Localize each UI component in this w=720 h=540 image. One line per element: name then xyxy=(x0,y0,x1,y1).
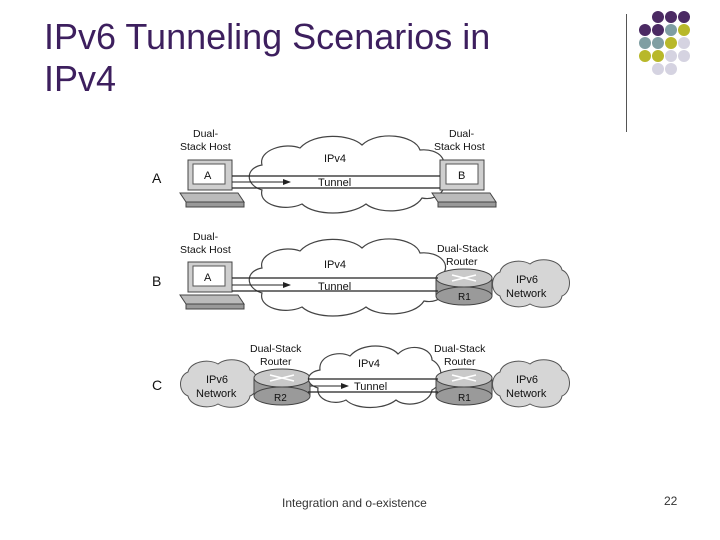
router-arrows-icon xyxy=(269,374,295,382)
router-label-line-1: Dual-Stack xyxy=(250,343,302,355)
tunnel-label: Tunnel xyxy=(318,281,351,293)
network-label-line-1: IPv6 xyxy=(516,274,538,286)
network-label-line-1: IPv6 xyxy=(206,374,228,386)
ipv6-network-cloud xyxy=(492,259,570,308)
tunnel-label: Tunnel xyxy=(318,177,351,189)
decorative-dot xyxy=(652,50,664,62)
cloud-label: IPv4 xyxy=(324,259,346,271)
decorative-dot xyxy=(665,24,677,36)
dual-stack-host-right: Dual- Stack Host B xyxy=(431,128,497,208)
scenario-letter: B xyxy=(152,273,161,289)
network-label-line-2: Network xyxy=(196,388,237,400)
decorative-dot xyxy=(665,63,677,75)
router-label-line-1: Dual-Stack xyxy=(437,243,489,255)
router-label-line-2: Router xyxy=(446,256,478,268)
host-label-line-2: Stack Host xyxy=(180,244,231,256)
decorative-dot xyxy=(665,50,677,62)
ipv4-cloud xyxy=(248,135,446,214)
slide-footer: Integration and o-existence xyxy=(282,496,427,510)
dual-stack-router-r2: Dual-Stack Router R2 xyxy=(250,343,311,406)
host-label-line-2: Stack Host xyxy=(434,141,485,153)
decorative-dot xyxy=(639,37,651,49)
decorative-dot xyxy=(665,11,677,23)
ipv6-network-cloud-left xyxy=(180,359,258,408)
decorative-dot xyxy=(665,37,677,49)
dual-stack-host-left: Dual- Stack Host A xyxy=(179,128,245,208)
host-label-line-2: Stack Host xyxy=(180,141,231,153)
scenario-a: A IPv4 Dual- Stack Host A Dual- Stack Ho… xyxy=(152,128,497,214)
decorative-dot xyxy=(678,37,690,49)
network-label-line-2: Network xyxy=(506,288,547,300)
network-label-line-1: IPv6 xyxy=(516,374,538,386)
network-label-line-2: Network xyxy=(506,388,547,400)
scenario-letter: A xyxy=(152,170,162,186)
host-label-line-1: Dual- xyxy=(449,128,475,140)
slide-title: IPv6 Tunneling Scenarios in IPv4 xyxy=(44,16,604,100)
decorative-dot xyxy=(678,50,690,62)
router-name: R2 xyxy=(274,393,287,404)
router-arrows-icon xyxy=(451,374,477,382)
decorative-dot xyxy=(678,24,690,36)
router-arrows-icon xyxy=(451,274,477,282)
host-screen-label: A xyxy=(204,170,212,182)
title-line-2: IPv4 xyxy=(44,58,117,99)
host-label-line-1: Dual- xyxy=(193,231,219,243)
scenario-letter: C xyxy=(152,377,162,393)
host-screen-label: A xyxy=(204,272,212,284)
scenario-c: C IPv6 Network Dual-Stack Router R2 IPv4… xyxy=(152,343,570,409)
decorative-dot xyxy=(639,50,651,62)
router-label-line-2: Router xyxy=(260,356,292,368)
router-label-line-2: Router xyxy=(444,356,476,368)
router-name: R1 xyxy=(458,393,471,404)
dual-stack-router-r1: Dual-Stack Router R1 xyxy=(435,243,493,306)
cloud-label: IPv4 xyxy=(324,153,346,165)
tunnel-label: Tunnel xyxy=(354,381,387,393)
host-label-line-1: Dual- xyxy=(193,128,219,140)
scenario-b: B IPv4 Dual- Stack Host A Dual-Stack Rou… xyxy=(152,231,570,317)
dual-stack-host-left: Dual- Stack Host A xyxy=(179,231,245,310)
decorative-dot xyxy=(652,37,664,49)
ipv6-network-cloud-right xyxy=(492,359,570,408)
page-number: 22 xyxy=(664,494,678,508)
decorative-dot xyxy=(639,24,651,36)
decorative-dot xyxy=(652,63,664,75)
ipv4-cloud xyxy=(307,345,442,409)
title-line-1: IPv6 Tunneling Scenarios in xyxy=(44,16,491,57)
decorative-dot xyxy=(678,11,690,23)
router-name: R1 xyxy=(458,292,471,303)
router-label-line-1: Dual-Stack xyxy=(434,343,486,355)
cloud-label: IPv4 xyxy=(358,358,380,370)
dual-stack-router-r1: Dual-Stack Router R1 xyxy=(434,343,493,406)
host-screen-label: B xyxy=(458,170,465,182)
decorative-dot xyxy=(652,11,664,23)
decorative-dot xyxy=(652,24,664,36)
decorative-divider xyxy=(626,14,627,132)
